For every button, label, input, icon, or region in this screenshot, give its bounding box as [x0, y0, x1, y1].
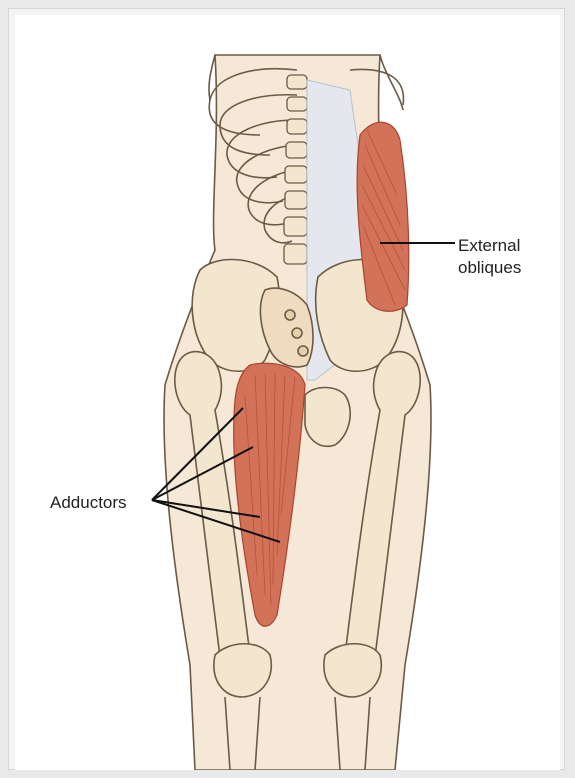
spine [284, 75, 307, 264]
anatomy-illustration [15, 15, 560, 770]
external-obliques-label-line2: obliques [458, 257, 521, 279]
adductors-label: Adductors [50, 492, 127, 514]
external-obliques-label: External obliques [458, 235, 521, 279]
external-obliques-label-line1: External [458, 235, 521, 257]
diagram-panel: External obliques Adductors [15, 15, 560, 770]
